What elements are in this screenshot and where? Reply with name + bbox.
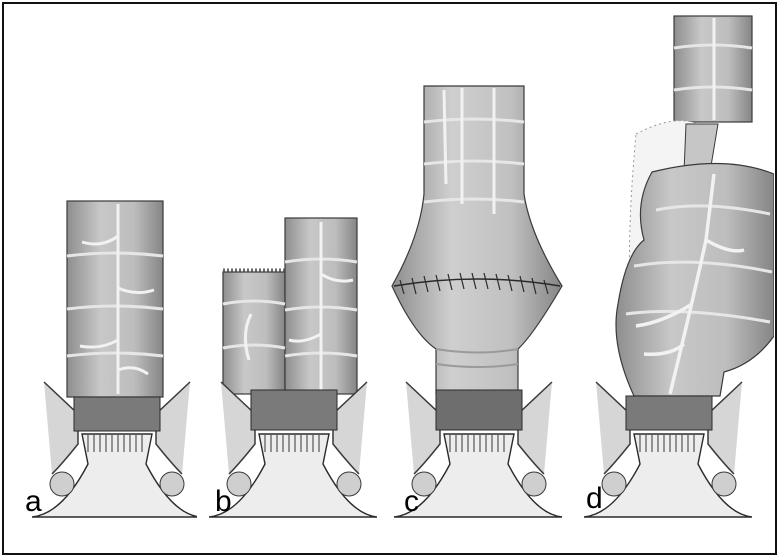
panel-b: b xyxy=(197,4,377,557)
anal-canal xyxy=(32,382,197,517)
panel-b-label: b xyxy=(215,487,232,517)
panel-c: c xyxy=(384,4,584,557)
anal-canal xyxy=(584,382,752,517)
panel-a: a xyxy=(22,4,197,557)
panel-d-label: d xyxy=(586,484,603,514)
j-pouch-illustration xyxy=(574,4,774,557)
anal-canal xyxy=(209,382,377,517)
side-to-end-anastomosis-illustration xyxy=(197,4,377,557)
panel-c-label: c xyxy=(404,487,419,517)
straight-anastomosis-illustration xyxy=(22,4,197,557)
coloplasty-pouch-illustration xyxy=(384,4,584,557)
anal-canal xyxy=(394,382,562,517)
panel-a-label: a xyxy=(25,487,42,517)
panel-d: d xyxy=(574,4,774,557)
